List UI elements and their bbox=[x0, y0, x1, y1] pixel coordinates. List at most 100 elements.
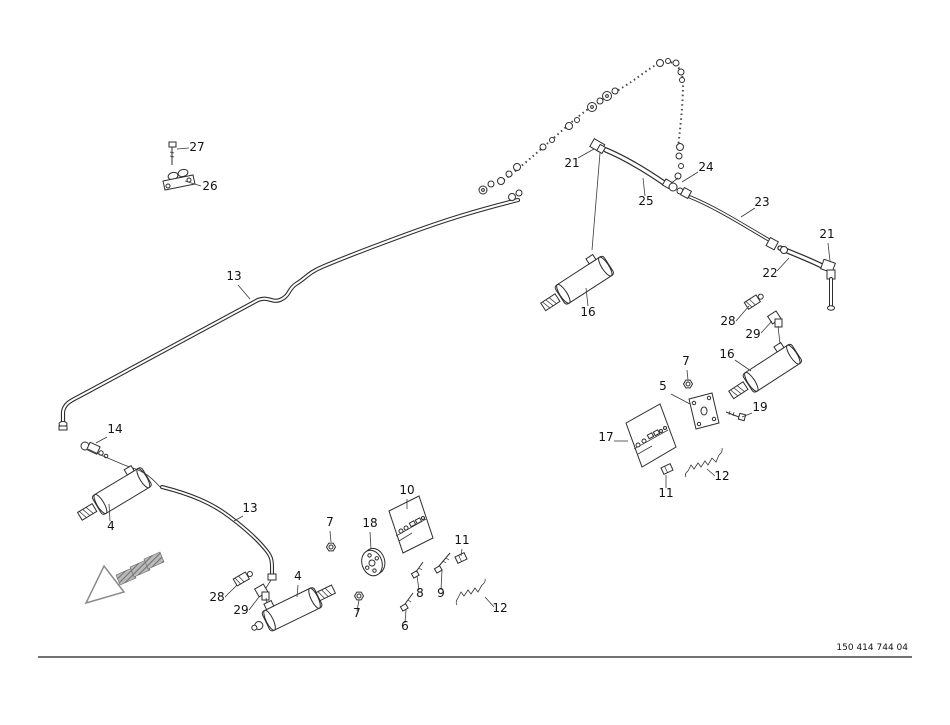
callout-leader-14 bbox=[95, 436, 108, 444]
bolt-8 bbox=[410, 561, 424, 579]
part-callout-29: 29 bbox=[233, 603, 248, 617]
callout-leader-28 bbox=[735, 305, 750, 322]
part-callout-26: 26 bbox=[202, 179, 217, 193]
callout-leader-29 bbox=[248, 596, 260, 611]
part-callout-23: 23 bbox=[754, 195, 769, 209]
callout-leader-26 bbox=[184, 180, 202, 187]
callout-leader-13 bbox=[237, 284, 251, 300]
part-callout-4: 4 bbox=[294, 569, 302, 583]
part-11-right bbox=[660, 463, 674, 475]
callout-leader-29 bbox=[760, 320, 773, 334]
callout-leader-9 bbox=[440, 569, 443, 591]
part-callout-13: 13 bbox=[242, 501, 257, 515]
part-callout-22: 22 bbox=[762, 266, 777, 280]
callout-leader-28 bbox=[224, 584, 238, 598]
callout-leader-22 bbox=[776, 257, 790, 272]
part-callout-21: 21 bbox=[564, 156, 579, 170]
part-callout-12: 12 bbox=[714, 469, 729, 483]
part-callout-9: 9 bbox=[437, 586, 445, 600]
fitting-21-left bbox=[589, 137, 607, 155]
part-callout-24: 24 bbox=[698, 160, 713, 174]
callout-leader-13 bbox=[233, 515, 244, 522]
nut-7-lower bbox=[353, 591, 365, 601]
part-callout-11: 11 bbox=[658, 486, 673, 500]
part-callout-7: 7 bbox=[682, 354, 690, 368]
tube-23 bbox=[679, 186, 779, 251]
callout-leader-16 bbox=[734, 359, 752, 372]
callout-leader-12 bbox=[706, 468, 716, 477]
bolt-19 bbox=[725, 410, 747, 422]
callout-leader-6 bbox=[404, 609, 407, 624]
part-callout-14: 14 bbox=[107, 422, 122, 436]
part-callout-10: 10 bbox=[399, 483, 414, 497]
clamp-26 bbox=[162, 168, 196, 191]
callout-leader-7 bbox=[329, 530, 332, 543]
cylinder-4-upper bbox=[76, 464, 152, 521]
bolt-27 bbox=[168, 141, 177, 165]
callout-leader-23 bbox=[740, 207, 756, 218]
pipe-13-long bbox=[58, 189, 523, 431]
callout-leader-12 bbox=[484, 596, 495, 608]
callout-leader-16 bbox=[585, 287, 589, 307]
callout-leader-11 bbox=[460, 548, 463, 557]
part-callout-16: 16 bbox=[719, 347, 734, 361]
part-callout-11: 11 bbox=[454, 533, 469, 547]
pipe-to-cylinder-16 bbox=[591, 152, 601, 251]
callout-leader-19 bbox=[741, 412, 753, 418]
part-callout-28: 28 bbox=[720, 314, 735, 328]
callout-leader-8 bbox=[416, 575, 420, 591]
cylinder-16-right bbox=[728, 341, 802, 400]
part-callout-13: 13 bbox=[226, 269, 241, 283]
part-callout-6: 6 bbox=[401, 619, 409, 633]
part-callout-18: 18 bbox=[362, 516, 377, 530]
callout-leader-7 bbox=[686, 369, 689, 381]
elbow-29-left bbox=[253, 583, 270, 604]
callout-leader-21 bbox=[827, 242, 831, 262]
callout-leader-5 bbox=[670, 393, 691, 405]
elbow-29-right bbox=[766, 310, 783, 345]
cylinder-16-upper bbox=[540, 253, 614, 312]
bolt-6 bbox=[399, 592, 414, 612]
inset-box-17 bbox=[625, 403, 677, 468]
part-callout-4: 4 bbox=[107, 519, 115, 533]
spring-12-right bbox=[684, 447, 723, 478]
part-callout-8: 8 bbox=[416, 586, 424, 600]
plate-5 bbox=[688, 392, 720, 430]
part-callout-25: 25 bbox=[638, 194, 653, 208]
callout-leader-24 bbox=[681, 171, 699, 183]
direction-arrow-icon bbox=[84, 551, 165, 605]
drawing-number: 150 414 744 04 bbox=[836, 643, 908, 653]
callout-leader-21 bbox=[577, 148, 595, 159]
part-callout-19: 19 bbox=[752, 400, 767, 414]
fitting-14 bbox=[80, 441, 135, 470]
part-callout-16: 16 bbox=[580, 305, 595, 319]
fitting-28-right bbox=[743, 293, 764, 310]
hose-22 bbox=[777, 245, 825, 269]
bolt-9 bbox=[433, 552, 451, 574]
stub-to-pipe13 bbox=[132, 467, 161, 488]
spring-12-mid bbox=[455, 578, 486, 606]
cylinder-4-lower bbox=[251, 584, 337, 632]
inset-box-10 bbox=[388, 495, 434, 554]
part-callout-28: 28 bbox=[209, 590, 224, 604]
callout-leader-4 bbox=[296, 584, 299, 598]
nut-7-right bbox=[682, 379, 694, 389]
callout-leader-18 bbox=[369, 531, 372, 550]
callout-leader-25 bbox=[642, 177, 646, 197]
part-callout-21: 21 bbox=[819, 227, 834, 241]
part-callout-17: 17 bbox=[598, 430, 613, 444]
elbow-21-right bbox=[820, 258, 836, 311]
fitting-24 bbox=[661, 178, 684, 195]
hose-25 bbox=[589, 137, 684, 195]
part-callout-7: 7 bbox=[353, 606, 361, 620]
part-callout-29: 29 bbox=[745, 327, 760, 341]
callout-leader-4 bbox=[108, 503, 111, 522]
part-callout-7: 7 bbox=[326, 515, 334, 529]
flange-18 bbox=[361, 547, 386, 577]
part-callout-12: 12 bbox=[492, 601, 507, 615]
part-callout-5: 5 bbox=[659, 379, 667, 393]
callout-leader-27 bbox=[176, 147, 190, 150]
part-callout-27: 27 bbox=[189, 140, 204, 154]
callout-layer: 27 26 13 21 25 24 23 21 22 16 28 29 16 7 5 19 17 11 12 13 14… bbox=[95, 140, 835, 633]
